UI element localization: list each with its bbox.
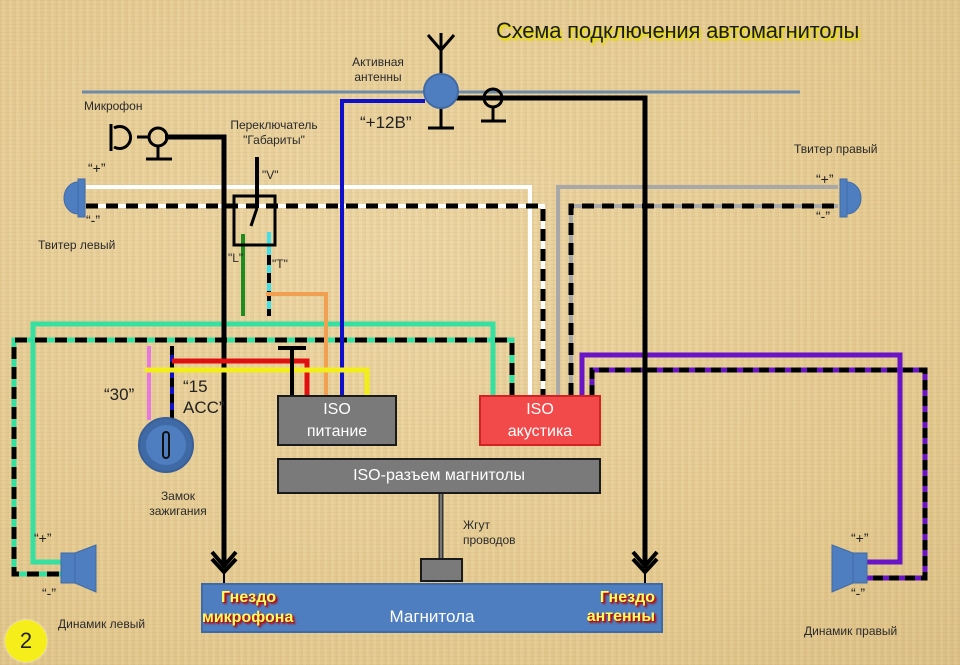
mic-jack-arrow-icon	[210, 550, 238, 584]
speaker-right-icon	[831, 544, 868, 593]
ignition-pin-30: “30”	[104, 385, 135, 404]
tweeter-right-plus: “+”	[816, 171, 834, 187]
tweeter-right-minus: “-”	[816, 208, 830, 224]
microphone-icon	[109, 124, 172, 161]
wire-tweeter-left-plus	[86, 185, 532, 395]
ignition-label-line1: Замок	[160, 489, 196, 503]
iso-acoustic-line2: акустика	[507, 423, 573, 440]
antenna-label-line2: антенны	[354, 70, 402, 84]
wire-tweeter-right-minus-base	[569, 204, 838, 395]
iso-acoustic-box: ISO акустика	[479, 395, 601, 446]
lights-switch-icon	[232, 194, 277, 247]
speaker-left-icon	[60, 544, 97, 593]
speaker-left-plus: “+”	[34, 530, 52, 546]
diagram-title: Схема подключения автомагнитолы	[496, 18, 860, 43]
antenna-icon	[426, 33, 456, 130]
wire-speaker-left-minus-dash	[11, 337, 515, 577]
speaker-right-label: Динамик правый	[804, 624, 898, 638]
tweeter-right-icon	[839, 178, 862, 218]
ignition-label: Замок зажигания	[149, 489, 207, 519]
tweeter-right-label: Твитер правый	[794, 142, 878, 156]
wire-tweeter-left-minus-base	[86, 204, 545, 395]
switch-pin-t: "T"	[272, 257, 288, 271]
mic-jack-line1: Гнездо	[221, 589, 277, 606]
antenna-jack-label: Гнездо антенны	[587, 588, 655, 626]
antenna-label-line1: Активная	[352, 55, 404, 69]
ignition-pin-15-line2: ACC”	[183, 398, 225, 417]
wire-speaker-right-minus-dash	[589, 367, 928, 581]
wire-red	[172, 358, 310, 395]
wire-plus-12v	[340, 99, 425, 395]
microphone-label: Микрофон	[84, 99, 143, 113]
tweeter-left-minus: “-”	[86, 212, 100, 228]
antenna-jack-line1: Гнездо	[599, 589, 655, 606]
wire-microphone	[165, 134, 227, 568]
wire-tweeter-right-plus	[556, 185, 838, 395]
wire-speaker-left-plus	[30, 321, 496, 565]
iso-acoustic-line1: ISO	[526, 401, 554, 418]
speaker-right-plus: “+”	[851, 530, 869, 546]
antenna-power-label: “+12В”	[360, 113, 412, 132]
switch-pin-l: "L"	[228, 251, 244, 265]
radio-head-unit: Магнитола Гнездо микрофона Гнездо антенн…	[201, 583, 663, 633]
iso-power-line1: ISO	[323, 401, 351, 418]
ignition-pin-15: “15 ACC”	[183, 376, 225, 418]
switch-label-line2: "Габариты"	[243, 133, 305, 147]
antenna-amplifier-icon	[423, 73, 459, 109]
wire-yellow	[145, 367, 370, 395]
tweeter-left-plus: “+”	[88, 160, 106, 176]
wire-tweeter-right-minus-dash	[568, 203, 838, 395]
wire-orange	[266, 292, 328, 395]
iso-power-box: ISO питание	[277, 395, 397, 446]
harness-label: Жгут проводов	[463, 518, 516, 548]
harness-label-line2: проводов	[463, 533, 516, 547]
tweeter-left-icon	[63, 178, 86, 218]
iso-connector-box: ISO-разъем магнитолы	[277, 458, 601, 494]
mic-jack-line2: микрофона	[202, 609, 294, 626]
wire-antenna-signal	[455, 95, 648, 568]
mic-jack-label-2: микрофона	[202, 608, 293, 627]
speaker-left-minus: “-”	[42, 585, 56, 601]
page-number-badge: 2	[5, 620, 47, 662]
ignition-label-line2: зажигания	[149, 504, 207, 518]
speaker-right-minus: “-”	[851, 585, 865, 601]
harness-plug	[420, 558, 463, 582]
ignition-lock-icon	[138, 417, 194, 473]
tweeter-left-label: Твитер левый	[38, 238, 116, 252]
antenna-jack-line2: антенны	[586, 608, 655, 625]
switch-label-line1: Переключатель	[230, 118, 318, 132]
radio-label: Магнитола	[389, 607, 475, 626]
switch-pin-v: "V"	[262, 168, 279, 182]
antenna-shield-ground-icon	[481, 87, 506, 123]
harness-label-line1: Жгут	[463, 518, 490, 532]
antenna-jack-arrow-icon	[631, 550, 659, 584]
wire-speaker-right-plus	[579, 352, 903, 565]
wire-tweeter-left-minus-dash	[86, 203, 546, 395]
speaker-left-label: Динамик левый	[58, 617, 146, 631]
antenna-label: Активная антенны	[352, 55, 404, 85]
iso-power-line2: питание	[306, 423, 368, 440]
wire-speaker-left-minus-base	[11, 337, 515, 577]
ignition-pin-15-line1: “15	[183, 377, 208, 396]
switch-label: Переключатель "Габариты"	[230, 118, 317, 148]
wire-speaker-right-minus-base	[589, 367, 928, 581]
mic-jack-label: Гнездо	[221, 588, 276, 607]
